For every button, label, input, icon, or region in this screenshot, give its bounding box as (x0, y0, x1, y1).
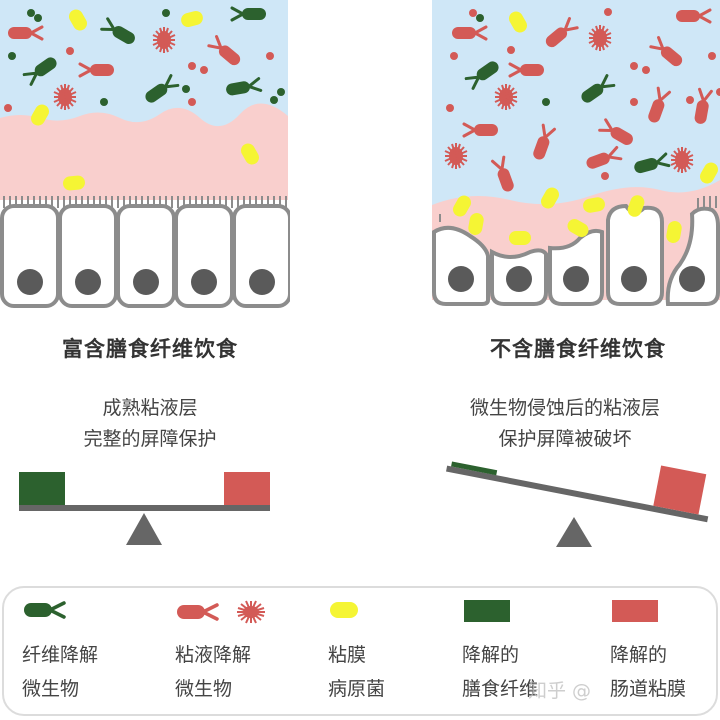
legend-label-line1: 粘液降解 (175, 644, 252, 666)
fiber-block (19, 472, 65, 507)
healthy-gut-illustration (0, 0, 290, 308)
mucus-block (653, 465, 707, 515)
mucus-degrading-microbe-icon (177, 600, 265, 624)
legend-label-line1: 降解的 (462, 644, 520, 666)
legend-label-line1: 纤维降解 (22, 644, 99, 666)
fiber-block-thin (451, 461, 498, 476)
right-desc-line2: 保护屏障被破坏 (498, 428, 632, 450)
balanced-seesaw (19, 472, 270, 545)
legend-label-line2: 微生物 (22, 678, 80, 700)
legend-label-line2: 微生物 (175, 678, 233, 700)
legend-box: 纤维降解 微生物 粘液降解 微生物 粘膜 病原菌 降解的 膳食纤维 降解的 肠道… (2, 586, 718, 716)
legend-label-line1: 降解的 (610, 644, 668, 666)
left-panel-description: 成熟粘液层 完整的屏障保护 (0, 393, 310, 455)
fiber-degrading-microbe-icon (24, 601, 66, 619)
seesaw-fulcrum (556, 517, 592, 547)
legend-label-line2: 病原菌 (328, 678, 386, 700)
degraded-fiber-swatch (464, 600, 510, 622)
right-panel-description: 微生物侵蚀后的粘液层 保护屏障被破坏 (405, 393, 720, 455)
tilted-seesaw (446, 461, 709, 547)
left-desc-line2: 完整的屏障保护 (83, 428, 217, 450)
mucus-block (224, 472, 270, 507)
legend-label-line1: 粘膜 (328, 644, 367, 666)
seesaw-fulcrum (126, 513, 162, 545)
left-desc-line1: 成熟粘液层 (102, 397, 198, 419)
legend-label-line2: 膳食纤维 (462, 678, 539, 700)
right-panel-title: 不含膳食纤维饮食 (490, 337, 666, 361)
legend-label-line2: 肠道粘膜 (610, 678, 687, 700)
right-desc-line1: 微生物侵蚀后的粘液层 (469, 397, 660, 419)
pathogen-icon (330, 602, 358, 618)
seesaw-beam (19, 505, 270, 511)
watermark: 知乎 @ (528, 680, 592, 702)
degraded-mucus-swatch (612, 600, 658, 622)
seesaw-beam (446, 465, 709, 523)
damaged-gut-illustration (432, 0, 720, 306)
left-panel-title: 富含膳食纤维饮食 (62, 337, 238, 361)
